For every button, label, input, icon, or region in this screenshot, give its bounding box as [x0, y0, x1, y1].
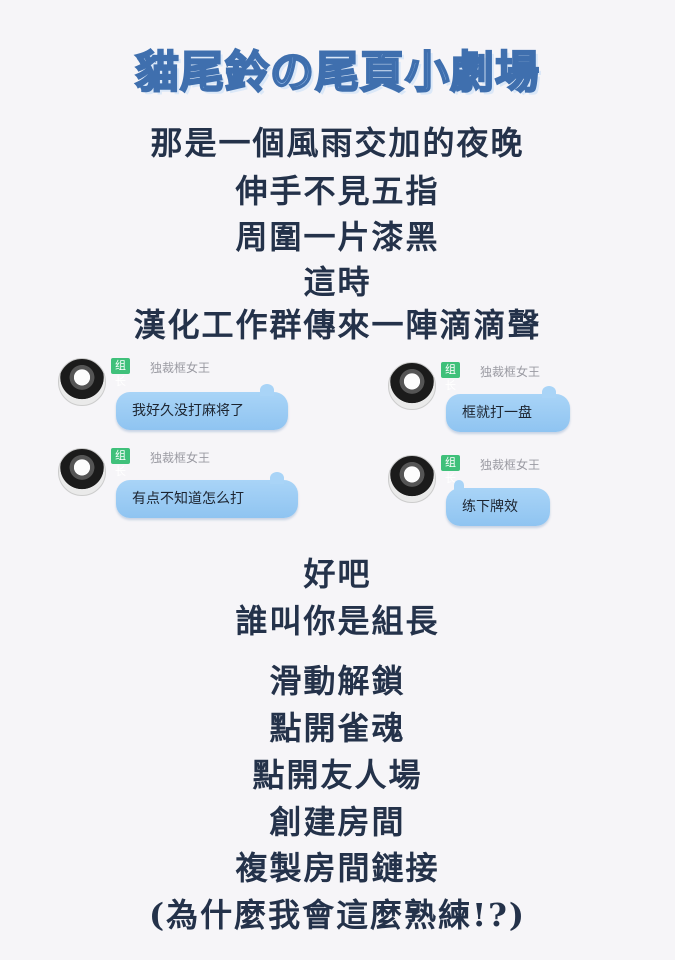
story-line: 點開雀魂: [269, 709, 406, 747]
message-bubble: 有点不知道怎么打: [116, 472, 298, 518]
message-text: 我好久没打麻将了: [132, 403, 244, 419]
role-badge: 组长: [441, 455, 460, 485]
story-line: 那是一個風雨交加的夜晚: [150, 124, 525, 162]
story-line: 滑動解鎖: [269, 662, 406, 700]
page-title: 貓尾鈴の尾頁小劇場: [134, 46, 540, 99]
story-line: 伸手不見五指: [235, 172, 440, 210]
story-line: 周圍一片漆黑: [235, 218, 440, 256]
message-bubble: 框就打一盘: [446, 386, 570, 432]
avatar: [388, 362, 436, 410]
message-bubble: 我好久没打麻将了: [116, 384, 288, 430]
story-line: 好吧: [303, 555, 372, 593]
story-line: 點開友人場: [252, 756, 423, 794]
message-bubble: 练下牌效: [446, 480, 550, 526]
role-badge: 组长: [111, 358, 130, 388]
story-line: 複製房間鏈接: [235, 849, 440, 887]
role-badge: 组长: [111, 448, 130, 478]
story-line: 這時: [303, 263, 372, 301]
message-text: 框就打一盘: [462, 405, 532, 421]
sender-name: 独裁框女王: [150, 361, 211, 375]
avatar: [58, 358, 106, 406]
story-line: (為什麼我會這麼熟練!?): [148, 896, 527, 934]
avatar: [388, 455, 436, 503]
message-text: 有点不知道怎么打: [132, 491, 244, 507]
sender-name: 独裁框女王: [480, 458, 541, 472]
message-text: 练下牌效: [462, 499, 518, 515]
sender-name: 独裁框女王: [150, 451, 211, 465]
sender-name: 独裁框女王: [480, 365, 541, 379]
avatar: [58, 448, 106, 496]
story-line: 漢化工作群傳來一陣滴滴聲: [133, 306, 542, 344]
story-line: 誰叫你是組長: [235, 602, 440, 640]
story-line: 創建房間: [269, 803, 406, 841]
role-badge: 组长: [441, 362, 460, 392]
